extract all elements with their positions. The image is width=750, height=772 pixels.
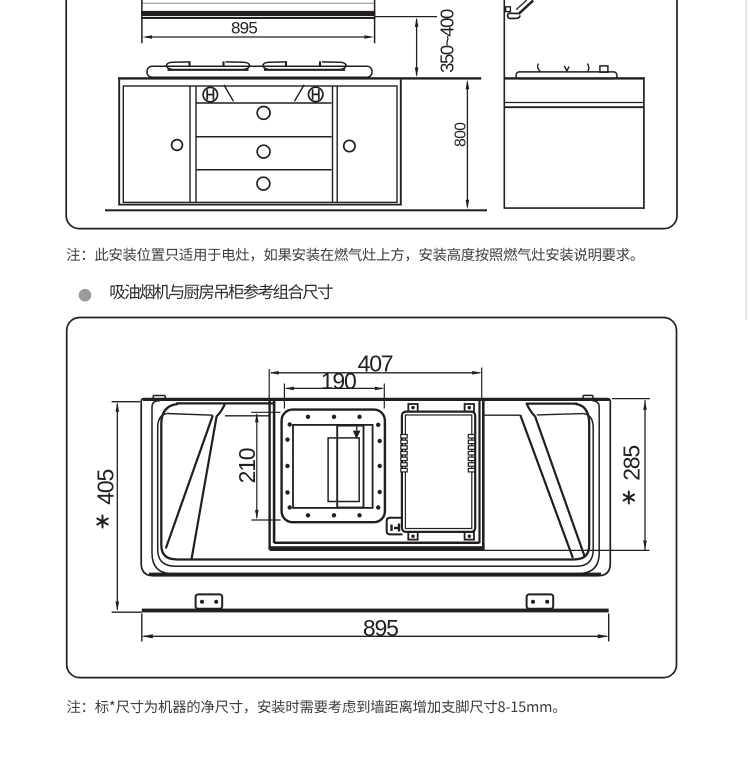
svg-text:350~400: 350~400 [436, 9, 457, 73]
svg-text:895: 895 [363, 615, 398, 641]
svg-text:407: 407 [358, 351, 393, 377]
svg-text:405: 405 [92, 470, 118, 505]
svg-text:190: 190 [321, 368, 356, 394]
svg-text:800: 800 [453, 122, 470, 147]
svg-text:285: 285 [619, 446, 645, 481]
svg-text:895: 895 [231, 19, 257, 38]
svg-text:210: 210 [234, 448, 260, 483]
